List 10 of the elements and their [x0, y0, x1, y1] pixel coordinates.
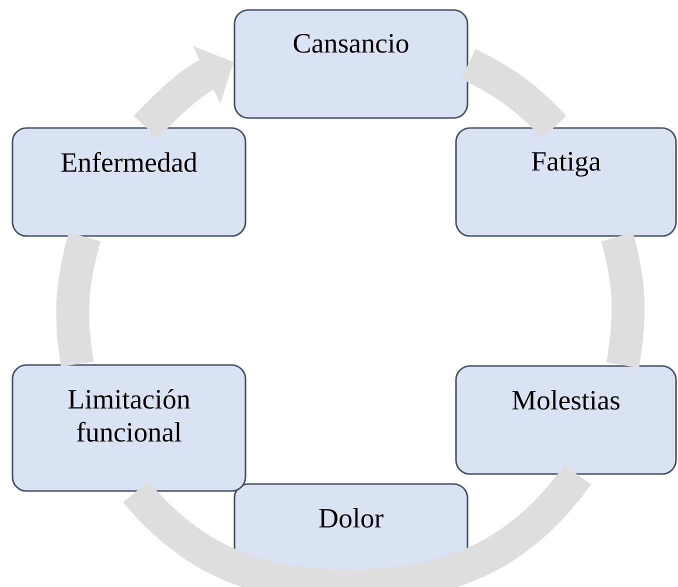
- ring-segment: [56, 232, 101, 367]
- process-box: Molestias: [455, 365, 677, 475]
- process-box: Fatiga: [455, 127, 677, 237]
- process-box: Enfermedad: [12, 127, 246, 237]
- ring-segment: [601, 232, 645, 368]
- process-box: Cansancio: [234, 9, 468, 119]
- ring-segment: [351, 464, 591, 587]
- ring-segment: [460, 49, 566, 139]
- process-box: Limitación funcional: [12, 364, 246, 492]
- ring-segment: [123, 480, 352, 587]
